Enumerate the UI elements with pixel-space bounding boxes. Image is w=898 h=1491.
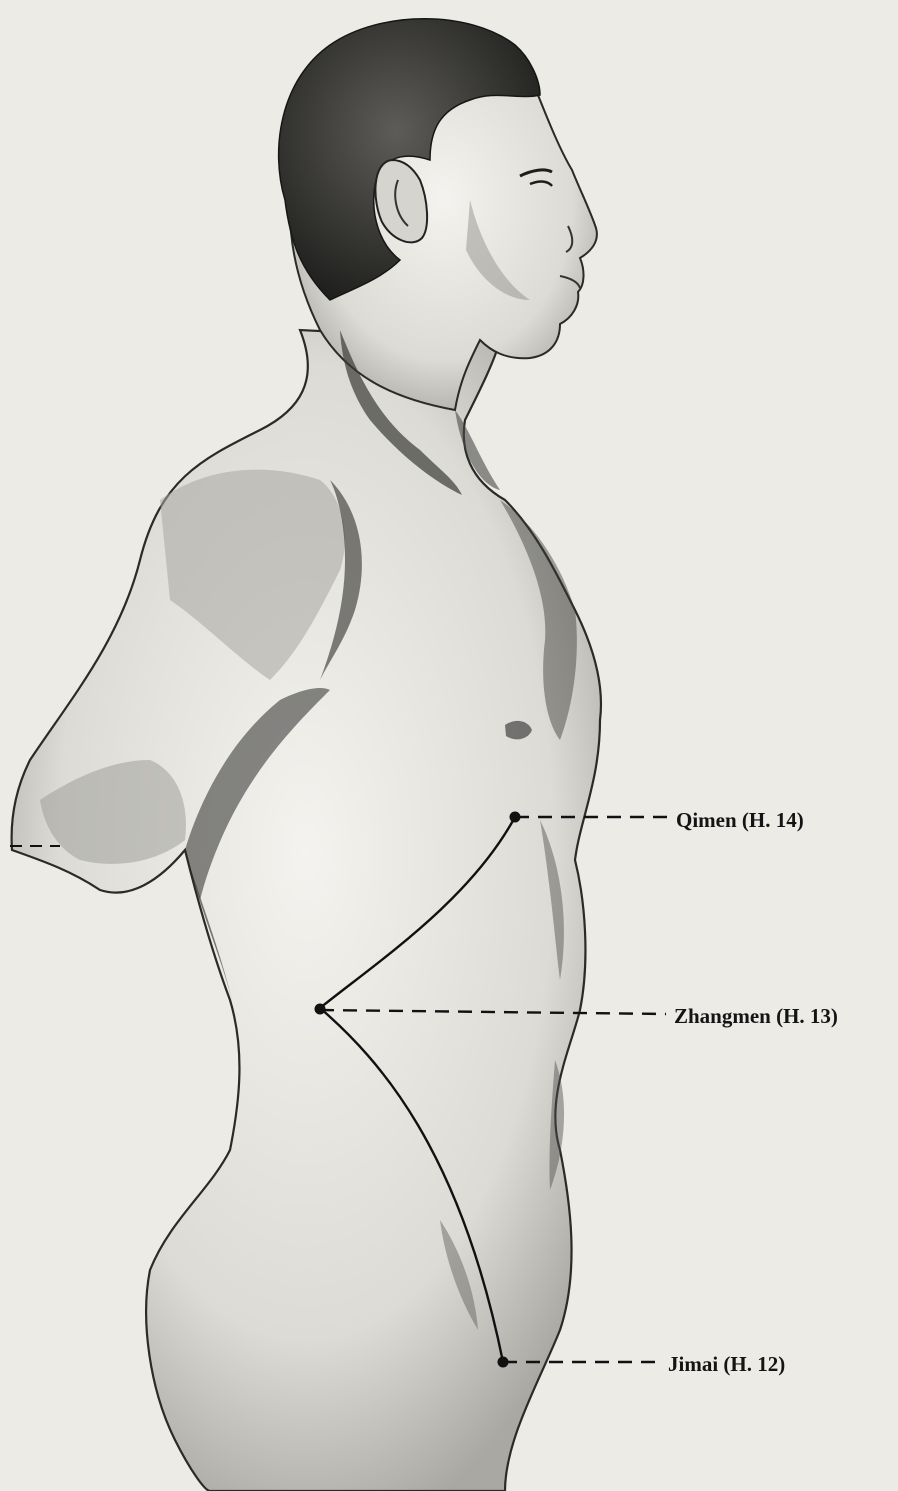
qimen-point [510,812,521,823]
jimai-point [498,1357,509,1368]
zhangmen-label: Zhangmen (H. 13) [674,1006,838,1027]
zhangmen-point [315,1004,326,1015]
jimai-label: Jimai (H. 12) [668,1354,785,1375]
qimen-label: Qimen (H. 14) [676,810,804,831]
